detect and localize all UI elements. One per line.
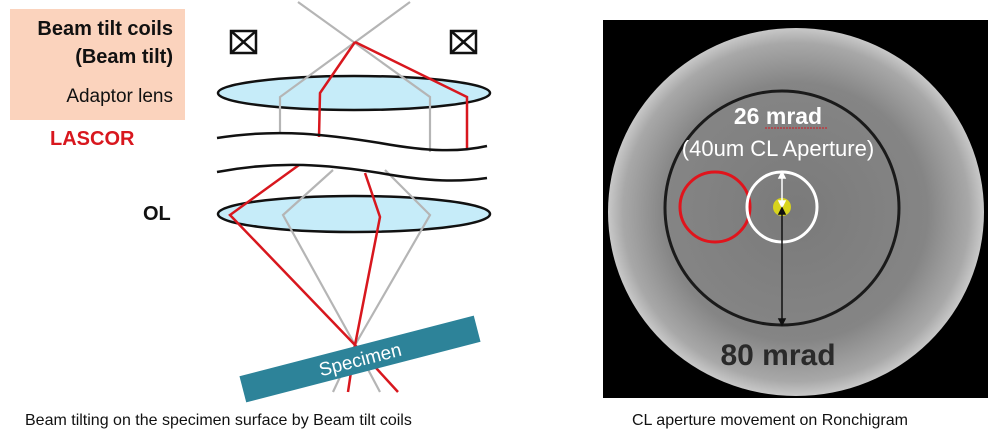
cl-aperture-label: (40um CL Aperture) — [682, 136, 874, 161]
beam-tilt-coils-label: Beam tilt coils — [37, 18, 173, 40]
cl-aperture-moved-circle — [678, 170, 752, 244]
beam-tilt-coil-left-icon — [229, 29, 258, 55]
beam-tilt-label: (Beam tilt) — [75, 46, 173, 68]
radius-arrow-26mrad — [777, 170, 787, 209]
break-line-top — [216, 131, 488, 152]
adaptor-lens-label: Adaptor lens — [66, 86, 173, 107]
objective-lens — [216, 194, 492, 234]
ronchigram-disk — [608, 28, 984, 396]
beam-tilt-coil-right-icon — [449, 29, 478, 55]
specimen: Specimen — [239, 315, 481, 403]
lascor-label: LASCOR — [50, 128, 135, 150]
ol-label: OL — [143, 203, 171, 225]
adaptor-lens — [216, 74, 492, 112]
right-caption: CL aperture movement on Ronchigram — [632, 412, 908, 429]
left-caption: Beam tilting on the specimen surface by … — [25, 412, 412, 429]
break-line-bottom — [216, 163, 488, 182]
cl-angle-label: 26 mrad — [734, 103, 822, 129]
legend-box: Beam tilt coils (Beam tilt) Adaptor lens — [10, 9, 185, 120]
radius-arrow-80mrad — [777, 206, 787, 327]
outer-angle-label: 80 mrad — [720, 339, 835, 372]
